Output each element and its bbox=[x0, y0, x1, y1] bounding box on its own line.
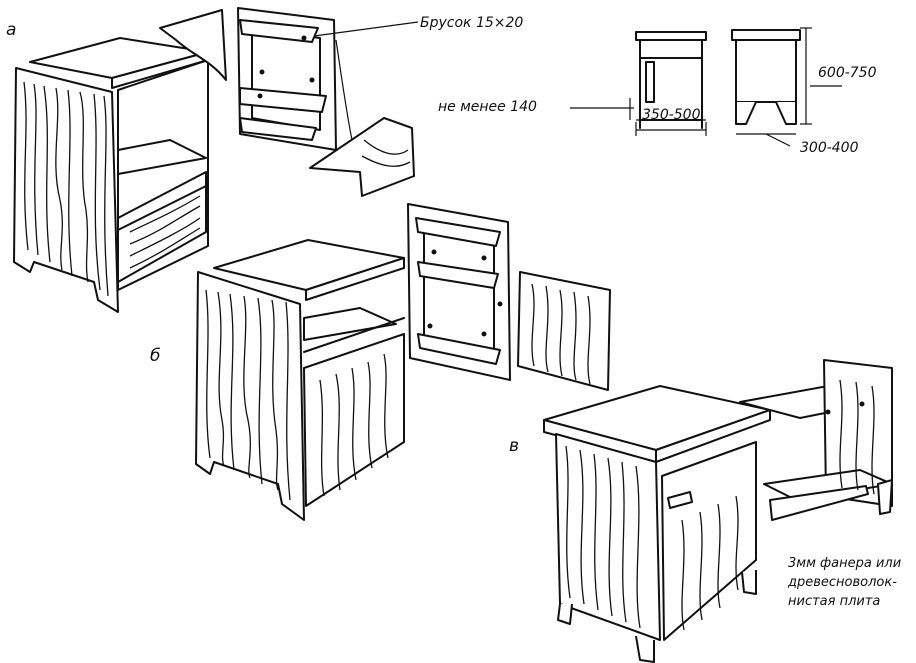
brusok-leader-line bbox=[313, 21, 419, 37]
door-panel-b bbox=[517, 271, 611, 391]
brusok-label: Брусок 15×20 bbox=[420, 15, 523, 31]
ne-menee-label: не менее 140 bbox=[438, 99, 537, 115]
back-frame-a bbox=[159, 7, 415, 197]
panel-label-a: а bbox=[6, 20, 16, 40]
panel-label-b: б bbox=[150, 346, 160, 366]
cabinet-v bbox=[543, 385, 771, 663]
material-note-line3: нистая плита bbox=[788, 594, 880, 609]
back-frame-b bbox=[407, 203, 511, 381]
dim-depth-label: 300-400 bbox=[800, 140, 859, 156]
dim-width-label: 350-500 bbox=[642, 107, 701, 123]
cabinet-a bbox=[13, 37, 209, 313]
exploded-frame-v bbox=[739, 359, 893, 521]
cabinet-b-wood-grain bbox=[205, 289, 389, 501]
panel-label-v: в bbox=[509, 436, 519, 456]
cabinet-a-wood-grain bbox=[23, 81, 201, 297]
dimension-diagram-side bbox=[731, 27, 842, 147]
dimension-diagram-front bbox=[570, 31, 707, 136]
cabinet-b bbox=[195, 239, 405, 521]
material-note-line1: 3мм фанера или bbox=[788, 556, 901, 571]
dim-height-label: 600-750 bbox=[818, 65, 877, 81]
cabinet-v-wood-grain bbox=[565, 445, 739, 631]
material-note-line2: древесноволок- bbox=[787, 575, 897, 590]
